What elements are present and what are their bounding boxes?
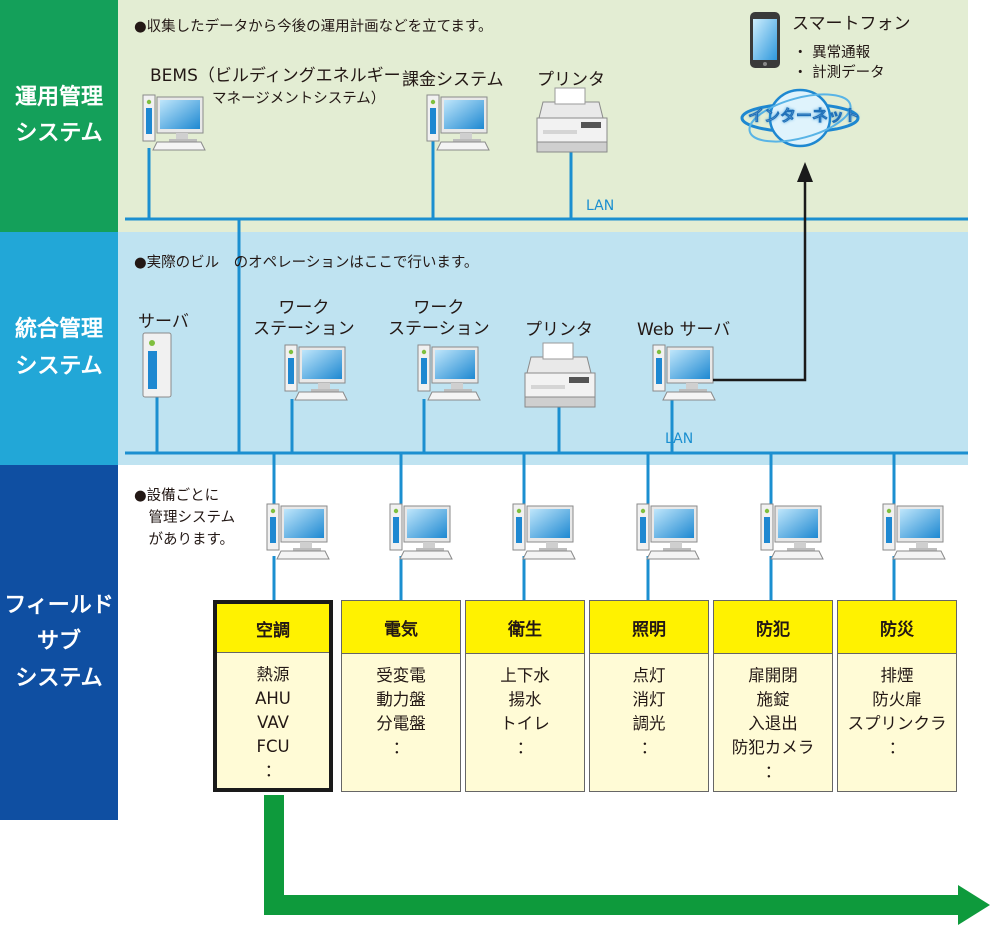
category-aircon-item: ： xyxy=(264,760,282,780)
bems-label-line2: マネージメントシステム） xyxy=(212,91,386,107)
internet-icon xyxy=(740,88,860,148)
category-aircon: 空調 熱源 AHU VAV FCU ： xyxy=(213,600,333,792)
webserver-pc-icon xyxy=(652,344,716,401)
category-lighting: 照明 点灯 消灯 調光 ： xyxy=(589,600,709,792)
category-sanitation: 衛生 上下水 揚水 トイレ ： xyxy=(465,600,585,792)
category-lighting-title: 照明 xyxy=(590,601,708,654)
category-lighting-item: 消灯 xyxy=(632,689,666,709)
smartphone-label: スマートフォン xyxy=(792,14,911,34)
category-aircon-item: 熱源 xyxy=(256,665,290,684)
category-sanitation-item: 上下水 xyxy=(500,666,550,685)
smartphone-item-data: ・ 計測データ xyxy=(793,65,885,81)
category-electric-item: 受変電 xyxy=(376,666,426,685)
category-lighting-item: 点灯 xyxy=(632,666,666,685)
category-security-item: ： xyxy=(764,761,782,781)
category-disaster: 防災 排煙 防火扉 スプリンクラ ： xyxy=(837,600,957,792)
ops-printer-label: プリンタ xyxy=(537,70,605,90)
category-electric-item: 動力盤 xyxy=(376,689,426,709)
category-sanitation-item: 揚水 xyxy=(508,689,542,709)
category-electric-item: 分電盤 xyxy=(376,713,426,733)
category-electric-item: ： xyxy=(392,737,410,757)
category-aircon-item: VAV xyxy=(257,712,289,732)
category-disaster-title: 防災 xyxy=(838,601,956,654)
workstation-1-pc-icon xyxy=(284,344,348,401)
sanitation-pc-icon xyxy=(512,503,576,560)
workstation-1-label: ワーク ステーション xyxy=(253,298,355,340)
category-aircon-item: AHU xyxy=(255,688,291,708)
category-lighting-item: 調光 xyxy=(632,713,666,733)
electric-pc-icon xyxy=(389,503,453,560)
category-security-title: 防犯 xyxy=(714,601,832,654)
ops-note: ●収集したデータから今後の運用計画などを立てます。 xyxy=(134,19,493,35)
category-aircon-item: FCU xyxy=(256,736,290,756)
smartphone-item-alert: ・ 異常通報 xyxy=(793,45,871,61)
category-disaster-item: 排煙 xyxy=(880,666,914,685)
category-security: 防犯 扉開閉 施錠 入退出 防犯カメラ ： xyxy=(713,600,833,792)
category-security-item: 入退出 xyxy=(748,713,798,733)
workstation-2-label: ワーク ステーション xyxy=(388,298,490,340)
category-disaster-item: スプリンクラ xyxy=(847,713,947,733)
internet-label: インターネット xyxy=(748,106,861,126)
aircon-pc-icon xyxy=(266,503,330,560)
category-disaster-item: ： xyxy=(888,737,906,757)
billing-pc-icon xyxy=(426,94,490,151)
category-disaster-item: 防火扉 xyxy=(872,689,922,709)
integrated-section-label: 統合管理 システム xyxy=(0,232,118,465)
billing-label: 課金システム xyxy=(402,70,504,90)
field-section-label: フィールド サブ システム xyxy=(0,465,118,820)
category-sanitation-item: ： xyxy=(516,737,534,757)
server-label: サーバ xyxy=(138,312,189,332)
category-security-item: 施錠 xyxy=(756,689,790,709)
category-lighting-item: ： xyxy=(640,737,658,757)
category-electric: 電気 受変電 動力盤 分電盤 ： xyxy=(341,600,461,792)
server-icon xyxy=(142,332,172,398)
lighting-pc-icon xyxy=(636,503,700,560)
webserver-label: Web サーバ xyxy=(637,320,731,340)
security-pc-icon xyxy=(760,503,824,560)
bems-pc-icon xyxy=(142,94,206,151)
bems-label-line1: BEMS（ビルディングエネルギー xyxy=(150,66,401,86)
category-electric-title: 電気 xyxy=(342,601,460,654)
disaster-pc-icon xyxy=(882,503,946,560)
field-note: ●設備ごとに 管理システム があります。 xyxy=(134,488,236,548)
category-sanitation-title: 衛生 xyxy=(466,601,584,654)
ops-section-label: 運用管理 システム xyxy=(0,0,118,232)
category-security-item: 防犯カメラ xyxy=(731,737,815,757)
integrated-lan-label: LAN xyxy=(665,431,694,447)
ops-lan-label: LAN xyxy=(586,198,615,214)
integrated-printer-label: プリンタ xyxy=(525,320,593,340)
ops-printer-icon xyxy=(536,87,608,153)
category-aircon-title: 空調 xyxy=(217,604,329,653)
integrated-note: ●実際のビル のオペレーションはここで行います。 xyxy=(134,255,479,271)
integrated-printer-icon xyxy=(524,342,596,408)
category-sanitation-item: トイレ xyxy=(500,713,550,733)
workstation-2-pc-icon xyxy=(417,344,481,401)
smartphone-icon xyxy=(750,12,780,68)
category-security-item: 扉開閉 xyxy=(748,666,798,685)
